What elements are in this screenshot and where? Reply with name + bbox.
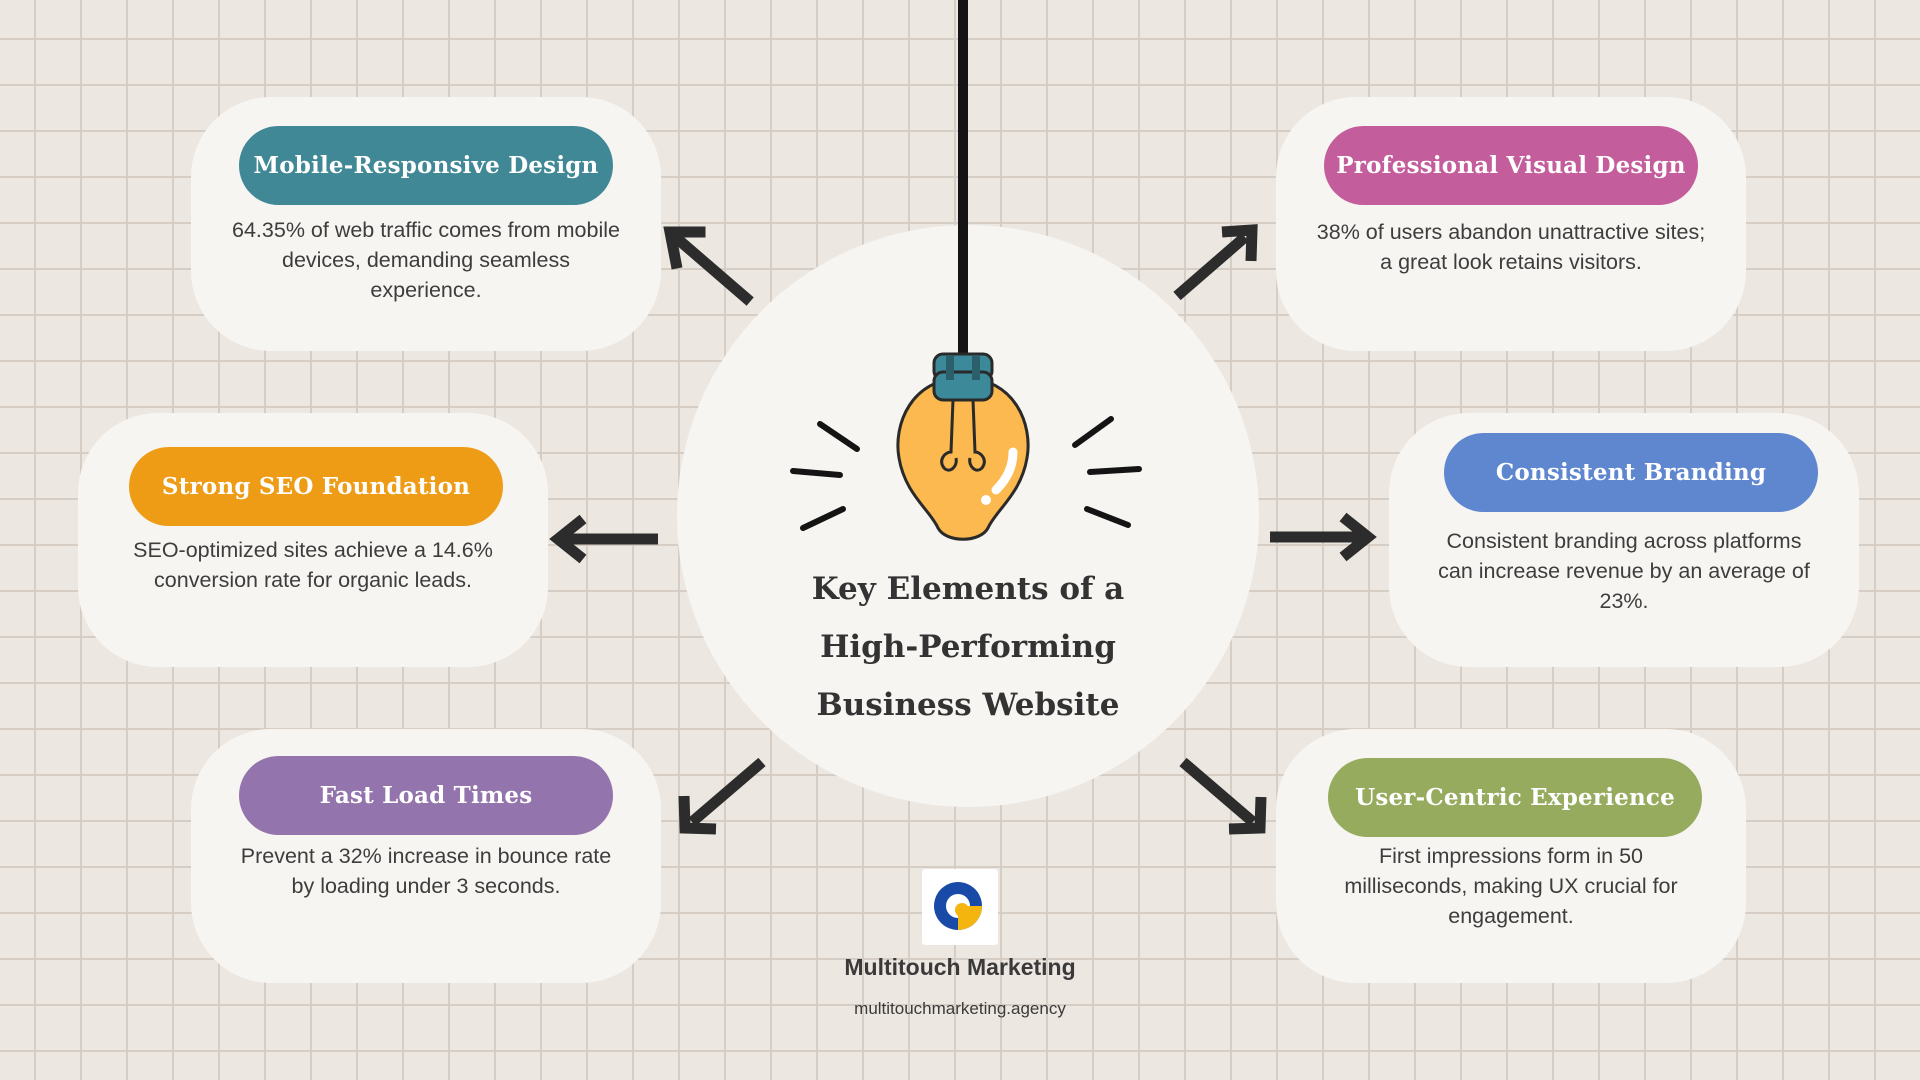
card-description: Consistent branding across platforms can…	[1438, 529, 1810, 613]
card-description: Prevent a 32% increase in bounce rate by…	[240, 844, 612, 898]
brand-logo-icon	[922, 869, 998, 945]
diagram-title: Key Elements of a High-Performing Busine…	[811, 571, 1125, 723]
arrow-icon	[549, 514, 658, 564]
card-strong-seo: Strong SEO Foundation SEO-optimized site…	[78, 413, 548, 667]
arrow-icon	[678, 757, 766, 835]
card-heading: Mobile-Responsive Design	[239, 126, 613, 205]
card-description: SEO-optimized sites achieve a 14.6% conv…	[133, 538, 493, 592]
card-heading: Strong SEO Foundation	[129, 447, 503, 526]
card-description: First impressions form in 50 millisecond…	[1344, 844, 1678, 928]
card-heading: Fast Load Times	[239, 756, 613, 835]
card-heading: Consistent Branding	[1444, 433, 1818, 512]
arrow-icon	[1270, 512, 1377, 562]
brand-name: Multitouch Marketing	[844, 954, 1076, 980]
card-description: 38% of users abandon unattractive sites;…	[1316, 220, 1706, 274]
lightbulb-icon	[790, 352, 1142, 541]
arrow-icon	[1173, 224, 1258, 301]
arrow-icon	[1179, 757, 1267, 835]
card-fast-load-times: Fast Load Times Prevent a 32% increase i…	[191, 729, 661, 983]
card-heading: User-Centric Experience	[1328, 758, 1702, 837]
card-user-centric: User-Centric Experience First impression…	[1276, 729, 1746, 983]
arrow-icon	[663, 226, 754, 306]
card-description: 64.35% of web traffic comes from mobile …	[232, 218, 620, 302]
card-heading: Professional Visual Design	[1324, 126, 1698, 205]
card-mobile-responsive: Mobile-Responsive Design 64.35% of web t…	[191, 97, 661, 351]
brand-url: multitouchmarketing.agency	[854, 999, 1066, 1018]
card-consistent-branding: Consistent Branding Consistent branding …	[1389, 413, 1859, 667]
card-professional-visual: Professional Visual Design 38% of users …	[1276, 97, 1746, 351]
